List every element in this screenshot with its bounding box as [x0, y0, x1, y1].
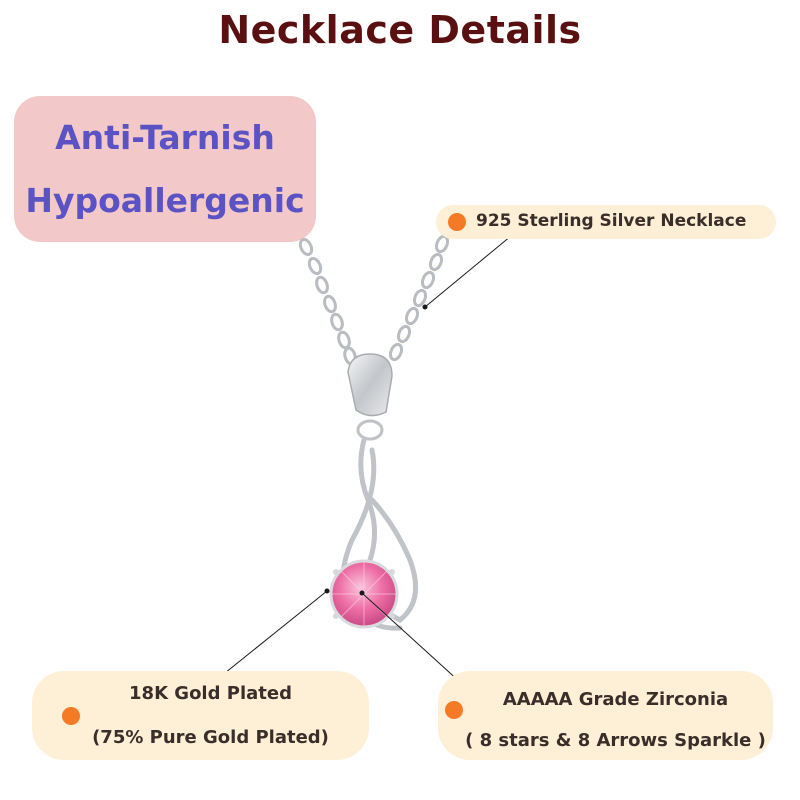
- chain-left: [298, 237, 357, 366]
- pendant-bail: [347, 353, 393, 417]
- callout-gold-label: 18K Gold Plated: [129, 683, 292, 704]
- callout-gold-plating: 18K Gold Plated (75% Pure Gold Plated): [32, 671, 369, 760]
- callout-chain: 925 Sterling Silver Necklace: [436, 205, 776, 239]
- chain-right: [388, 234, 450, 362]
- badge-line-anti-tarnish: Anti-Tarnish: [55, 118, 275, 157]
- bullet-dot-icon: [445, 701, 463, 719]
- bullet-dot-icon: [448, 213, 466, 231]
- badge-line-hypoallergenic: Hypoallergenic: [25, 181, 305, 220]
- callout-zirconia-label: AAAAA Grade Zirconia: [502, 689, 729, 710]
- feature-badge: Anti-Tarnish Hypoallergenic: [14, 96, 316, 242]
- page-title: Necklace Details: [218, 8, 582, 52]
- callout-chain-label: 925 Sterling Silver Necklace: [476, 211, 747, 231]
- callout-zirconia-sublabel: ( 8 stars & 8 Arrows Sparkle ): [465, 730, 766, 751]
- bullet-dot-icon: [62, 707, 80, 725]
- callout-zirconia: AAAAA Grade Zirconia ( 8 stars & 8 Arrow…: [438, 671, 773, 760]
- leader-lines: [219, 230, 518, 684]
- callout-gold-sublabel: (75% Pure Gold Plated): [92, 727, 329, 748]
